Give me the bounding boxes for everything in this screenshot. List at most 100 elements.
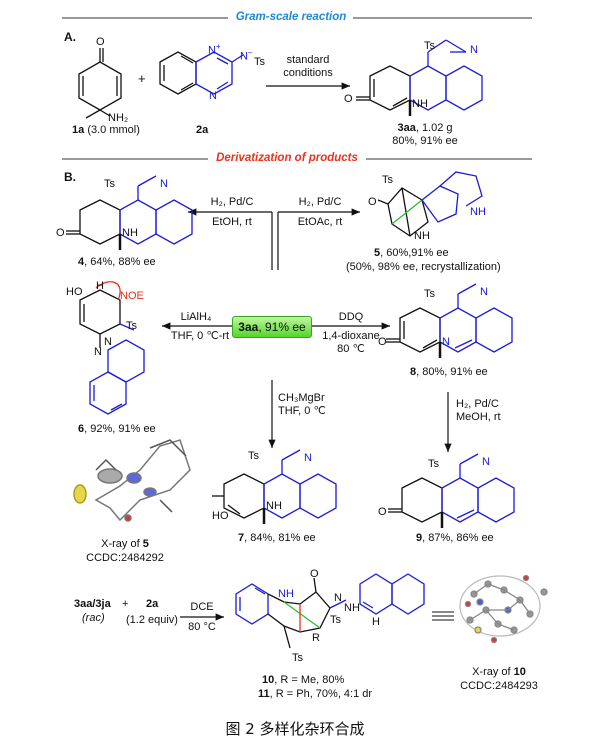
xray-10-ccdc: CCDC:2484293 [460,680,538,692]
xray-5-ccdc: CCDC:2484292 [86,552,164,564]
atom-o-3aa: O [344,93,353,105]
figure-caption: 图 2 多样化杂环合成 [225,720,365,738]
cond-9-l1: H₂, Pd/C [456,398,499,410]
atom-n-10: N [334,592,342,604]
compound-10-structure [235,573,425,649]
compound-4-structure [66,175,193,250]
atom-ts-2a: Ts [254,56,265,68]
atom-n2-2a: N [209,90,217,102]
compound-9-detail: , 87%, 86% ee [422,532,494,544]
xray-10-image [459,574,548,644]
atom-nh-5: NH [414,230,430,242]
cond-9-l2: MeOH, rt [456,411,501,423]
bottom-arrow-bottom: 80 °C [188,621,216,633]
xray-10-text: X-ray of [472,666,514,678]
cond-8-l3: 80 ℃ [337,343,365,355]
label-11: 11, R = Ph, 70%, 4:1 dr [258,688,372,701]
bottom-reactant1: 3aa/3ja [74,598,111,610]
header-gram-scale: Gram-scale reaction [235,11,347,23]
atom-ts-10: Ts [330,614,341,626]
compound-3aa-number: 3aa [397,122,416,134]
atom-h-10: H [372,616,380,628]
xray-10-num: 10 [513,666,526,678]
compound-5-structure [377,171,483,237]
cond-5-l2: EtOAc, rt [297,216,343,228]
compound-6-number: 6 [78,423,85,435]
cond-8-l2: 1,4-dioxane [322,330,380,342]
atom-n-minus-2a: N– [240,46,252,64]
arrow-a-bottom-text: conditions [283,67,333,79]
center-compound-badge: 3aa, 91% ee [232,316,312,338]
atom-ts-5: Ts [382,174,393,186]
atom-n-4: N [160,178,168,190]
bottom-rac: (rac) [82,612,105,624]
atom-n-7: N [304,452,312,464]
compound-11-number: 11 [258,688,270,700]
atom-n-3aa: N [470,44,478,56]
compound-11-detail: , R = Ph, 70%, 4:1 dr [269,688,373,700]
cond-5-l1: H₂, Pd/C [298,196,342,208]
atom-nh2-1a: NH₂ [108,112,129,124]
compound-4-number: 4 [78,256,85,268]
label-7: 7, 84%, 81% ee [238,532,316,545]
compound-3aa-yield: , 1.02 g [415,122,453,134]
atom-nh2-10: NH [344,602,360,614]
atom-ho-7: HO [212,510,229,522]
atom-ts-8: Ts [424,288,435,300]
arrow-a-top-text: standard [286,54,330,66]
bottom-equiv: (1.2 equiv) [126,614,178,626]
atom-r-10: R [312,632,320,644]
compound-7-detail: , 84%, 81% ee [244,532,316,544]
atom-ts-6: Ts [126,320,137,332]
compound-4-detail: , 64%, 88% ee [84,256,156,268]
atom-o-10: O [310,568,319,580]
bottom-arrow-top: DCE [190,601,214,613]
n-atom: N [208,44,216,57]
derivatization-arrows [162,208,452,621]
atom-o-9: O [378,506,387,518]
compound-10-number: 10 [262,674,275,686]
compound-1a-note: (3.0 mmol) [87,124,140,136]
label-8: 8, 80%, 91% ee [410,366,488,379]
atom-n2-6: N [94,346,102,358]
atom-n-9: N [482,456,490,468]
label-10: 10, R = Me, 80% [262,674,344,687]
xray-10-caption: X-ray of 10 [444,666,554,679]
label-4: 4, 64%, 88% ee [78,256,156,269]
n-charge: + [215,42,221,51]
n-charge: – [247,48,253,57]
equivalence-sign [432,611,454,621]
compound-5-detail: , 60%,91% ee [380,247,449,259]
atom-ho-6: HO [66,286,83,298]
compound-1a-structure [78,48,122,119]
atom-o-1a: O [96,36,105,48]
cond-7-l2: THF, 0 ℃ [278,405,326,417]
atom-ts2-10: Ts [292,652,303,664]
atom-n-plus-2a: N+ [208,40,221,58]
header-derivatization: Derivatization of products [216,152,358,164]
atom-n-6: N [104,336,112,348]
atom-h-6: H [96,280,104,292]
atom-n2-8: N [442,336,450,348]
label-2a: 2a [196,124,209,136]
section-a-label: A. [64,30,76,44]
compound-3aa-structure [356,39,483,116]
atom-n-8: N [480,286,488,298]
badge-bold: 3aa [238,320,259,334]
cond-4-l1: H₂, Pd/C [210,196,254,208]
label-5: 5, 60%,91% ee [374,247,449,260]
detail-3aa: 80%, 91% ee [392,135,458,147]
cond-6-l2: THF, 0 ℃-rt [170,330,230,342]
xray-5-image [73,439,191,522]
section-b-label: B. [64,170,76,184]
atom-o-4: O [56,227,65,239]
cond-7-l1: CH₃MgBr [278,392,325,404]
compound-2a-structure [159,51,244,95]
xray-5-caption: X-ray of 5 [70,538,180,551]
atom-nh-4: NH [122,227,138,239]
atom-ts-9: Ts [428,458,439,470]
badge-rest: , 91% ee [258,320,306,334]
compound-7-number: 7 [238,532,245,544]
xray-5-text: X-ray of [101,538,143,550]
compound-9-number: 9 [416,532,423,544]
